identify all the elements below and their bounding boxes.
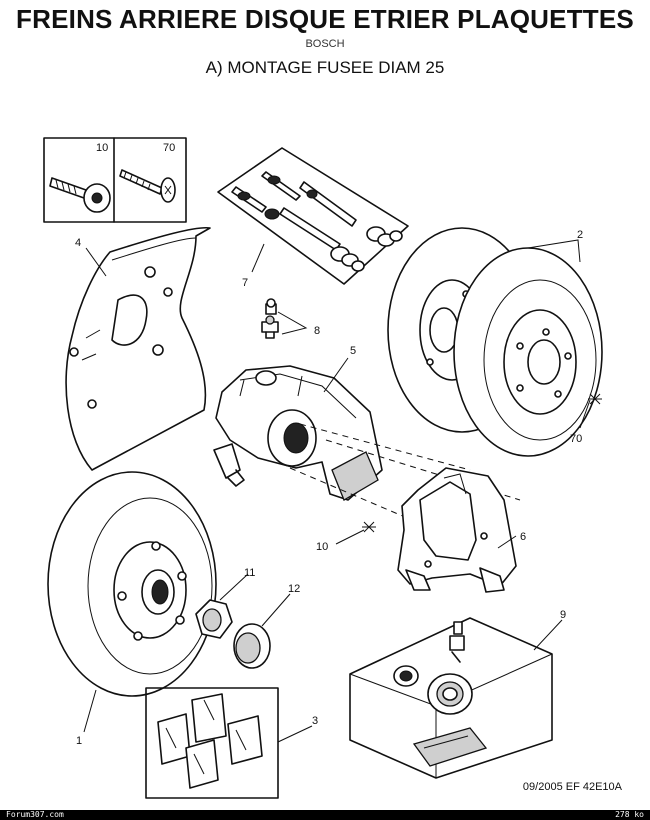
inset-label-10: 10 <box>96 142 108 154</box>
document-reference: 09/2005 EF 42E10A <box>522 781 622 793</box>
bottom-bar: Forum307.com 278 ko <box>0 810 650 820</box>
file-size-label: 278 ko <box>615 810 644 819</box>
disc-screw-70: 70 <box>570 393 602 445</box>
callout-9: 9 <box>560 609 566 621</box>
site-label: Forum307.com <box>6 810 64 819</box>
hub-nut: 11 <box>195 567 255 639</box>
callout-10: 10 <box>316 541 328 553</box>
page-subtitle: A) MONTAGE FUSEE DIAM 25 <box>205 58 445 77</box>
grease-sachet-icon <box>412 727 488 767</box>
brand-label: BOSCH <box>305 38 345 50</box>
bearing-icon <box>427 673 473 715</box>
callout-6: 6 <box>520 531 526 543</box>
callout-4: 4 <box>75 237 81 249</box>
brake-pad-set: 3 <box>145 687 318 799</box>
accessory-kit-frame <box>349 617 553 779</box>
guide-bolt-kit: 7 <box>217 147 409 289</box>
caliper-bracket: 6 <box>397 467 526 593</box>
dust-boot-icon <box>330 226 403 272</box>
callout-5: 5 <box>350 345 356 357</box>
hub-cap: 12 <box>233 583 300 669</box>
callout-8: 8 <box>314 325 320 337</box>
bleed-screw-icon <box>261 298 279 339</box>
callout-70: 70 <box>570 433 582 445</box>
backing-plate: 4 <box>65 226 211 471</box>
callout-11: 11 <box>244 567 255 579</box>
seal-icon <box>393 665 419 687</box>
callout-1: 1 <box>76 735 82 747</box>
bracket-screw-10: 10 <box>316 521 376 553</box>
bolt-kit-frame <box>217 147 409 285</box>
inset-label-70: 70 <box>163 142 175 154</box>
brake-pad-icon <box>157 713 191 765</box>
guide-bolt-icon <box>261 171 357 227</box>
screw-10-icon <box>49 177 111 213</box>
brake-pad-frame <box>145 687 279 799</box>
brake-disc-pair: 2 <box>387 227 603 457</box>
callout-7: 7 <box>242 277 248 289</box>
bleed-screw-set: 8 <box>261 298 320 339</box>
screw-inset-frame <box>43 137 187 223</box>
accessory-kit: 9 <box>349 609 566 779</box>
callout-12: 12 <box>288 583 300 595</box>
brake-caliper: 5 <box>213 345 383 501</box>
bleed-nipple-icon <box>449 621 465 663</box>
screw-inset: 10 70 <box>43 137 187 223</box>
callout-3: 3 <box>312 715 318 727</box>
callout-2: 2 <box>577 229 583 241</box>
guide-pin-icon <box>231 186 341 251</box>
screw-70-icon <box>119 169 176 203</box>
page-title: FREINS ARRIERE DISQUE ETRIER PLAQUETTES <box>16 4 634 34</box>
hub-disc: 1 <box>47 471 217 747</box>
brake-disc-front <box>453 247 603 457</box>
